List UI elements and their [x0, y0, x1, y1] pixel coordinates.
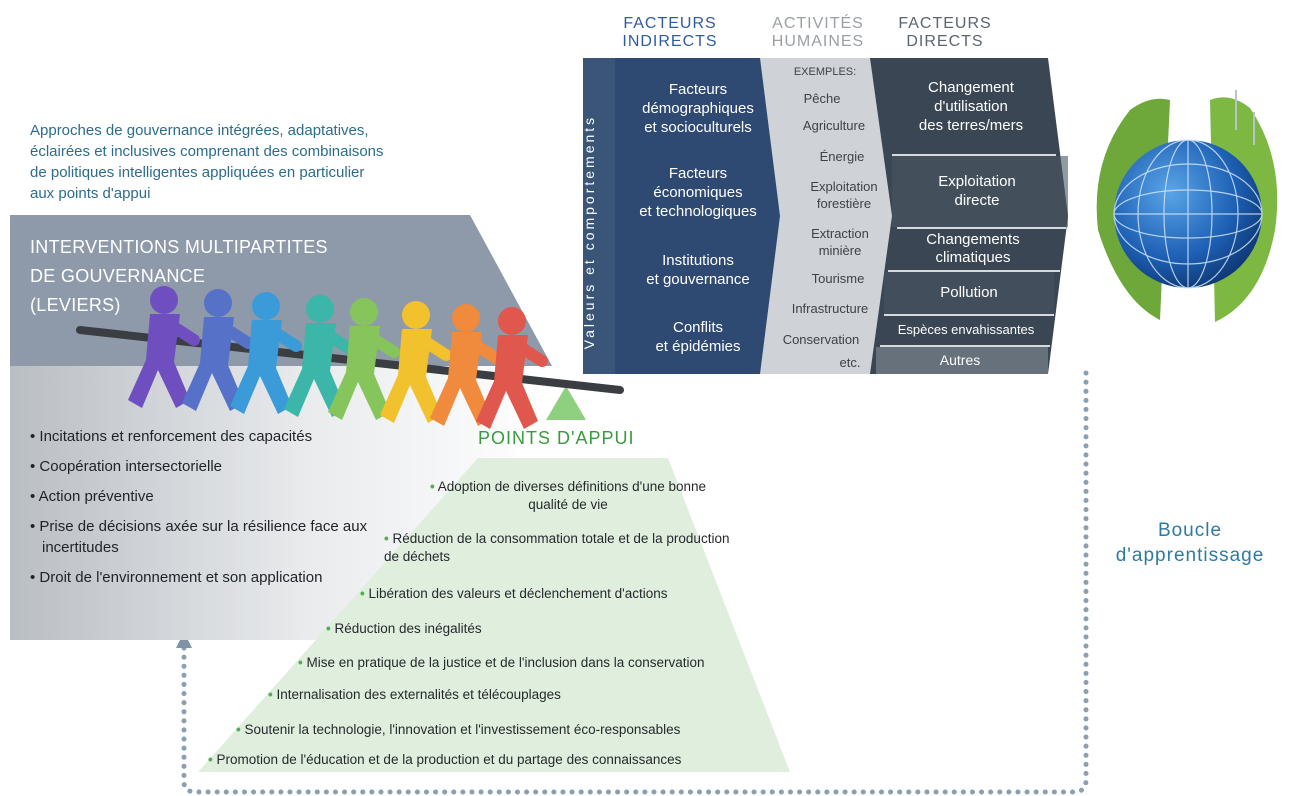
- fulcrum-triangle: [546, 386, 586, 420]
- lever-item: • Incitations et renforcement des capaci…: [30, 428, 313, 445]
- values-behaviours-label: Valeurs et comportements: [581, 114, 597, 350]
- tug-of-war-figures: [128, 286, 548, 429]
- leverage-point-item: • Réduction de la consommation totale et…: [384, 531, 730, 564]
- direct-driver-separators: [880, 154, 1066, 347]
- activity-energy: Énergie: [819, 149, 865, 164]
- activity-tourism: Tourisme: [811, 271, 865, 286]
- lever-item: • Coopération intersectorielle: [30, 458, 223, 475]
- leverage-point-item: • Réduction des inégalités: [326, 621, 482, 636]
- activities-column: [760, 58, 902, 374]
- globe-icon: [1096, 90, 1278, 322]
- lever-item: • Droit de l'environnement et son applic…: [30, 569, 323, 586]
- pulling-person-figure: [328, 298, 400, 420]
- levers-list: • Incitations et renforcement des capaci…: [30, 426, 390, 597]
- leverage-point-item: • Soutenir la technologie, l'innovation …: [236, 722, 681, 737]
- governance-approaches-text: Approches de gouvernance intégrées, adap…: [30, 122, 384, 202]
- leverage-pyramid: [198, 458, 790, 772]
- pulling-person-figure: [182, 289, 254, 411]
- learning-loop-path: [181, 365, 1089, 795]
- direct-driver-bands: [876, 156, 1068, 374]
- pulling-person-figure: [284, 295, 356, 417]
- pulling-person-figure: [230, 292, 302, 414]
- activity-fishing: Pêche: [803, 91, 841, 106]
- activity-forestry: Exploitation forestière: [810, 179, 878, 211]
- direct-driver-pollution: Pollution: [940, 284, 998, 301]
- activity-infrastructure: Infrastructure: [791, 301, 869, 316]
- direct-driver-invasive-species: Espèces envahissantes: [897, 322, 1035, 337]
- activity-mining: Extraction minière: [811, 226, 869, 258]
- pulling-person-figure: [380, 301, 452, 423]
- leverage-point-item: • Mise en pratique de la justice et de l…: [298, 655, 705, 670]
- activities-examples-label: EXEMPLES:: [793, 66, 857, 78]
- leverage-points-title: POINTS D'APPUI: [478, 428, 635, 448]
- lever-item: • Action préventive: [30, 488, 154, 505]
- activity-conservation: Conservation: [782, 332, 860, 347]
- pulling-person-figure: [476, 307, 548, 429]
- pulling-person-figure: [430, 304, 502, 426]
- pulling-person-figure: [128, 286, 200, 408]
- values-behaviours-bar: [583, 58, 619, 374]
- leverage-point-item: • Adoption de diverses définitions d'une…: [429, 479, 707, 512]
- leverage-point-item: • Internalisation des externalités et té…: [268, 687, 561, 702]
- activity-etc: etc.: [839, 355, 861, 370]
- leverage-point-item: • Libération des valeurs et déclenchemen…: [360, 586, 668, 601]
- direct-driver-other: Autres: [939, 352, 981, 368]
- leverage-point-item: • Promotion de l'éducation et de la prod…: [208, 752, 682, 767]
- lever-item: • Prise de décisions axée sur la résilie…: [30, 518, 368, 556]
- indirect-drivers-column: [615, 58, 800, 374]
- activity-agriculture: Agriculture: [802, 118, 866, 133]
